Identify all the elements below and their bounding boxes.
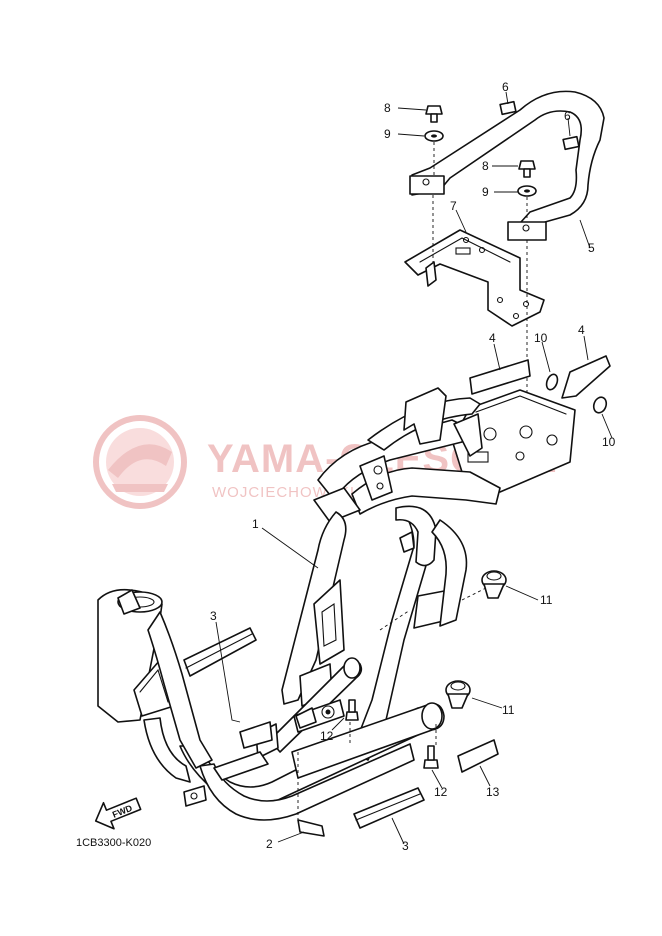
cover-3b [353,787,425,829]
callout-12a: 12 [320,729,334,743]
callout-2: 2 [266,837,273,851]
callout-10b: 10 [602,435,616,449]
callout-6b: 6 [564,109,571,123]
tape-4b [561,355,611,399]
bolt-8a [425,105,443,123]
grommet-11b [445,680,471,709]
grab-bar-part-5 [409,90,605,241]
callout-9a: 9 [384,127,391,141]
callout-3b: 3 [402,839,409,853]
tape-4a [469,359,531,395]
washer-9b [517,185,537,197]
callout-6a: 6 [502,80,509,94]
bracket-part-7 [404,229,545,327]
cover-3a [183,627,257,677]
callout-7: 7 [450,199,457,213]
callout-10a: 10 [534,331,548,345]
callout-8a: 8 [384,101,391,115]
callout-4b: 4 [578,323,585,337]
washer-9a [424,130,444,142]
callout-labels: 1 2 3 3 4 4 5 6 6 7 8 8 9 9 10 10 11 11 … [210,80,616,853]
strip-2 [297,819,325,837]
diagram-code: 1CB3300-K020 [76,837,151,849]
callout-8b: 8 [482,159,489,173]
label-sticker-6b [562,135,580,151]
callout-3a: 3 [210,609,217,623]
fwd-arrow-icon: FWD [94,797,142,830]
bolt-12a [345,699,359,721]
callout-11b: 11 [502,703,515,717]
bolt-8b [518,160,536,178]
watermark-logo-icon [93,415,187,509]
bolt-12b [423,745,439,769]
cap-10b [592,396,608,414]
callout-9b: 9 [482,185,489,199]
tube-cover-13 [457,739,499,773]
callout-12b: 12 [434,785,448,799]
callout-11a: 11 [540,593,553,607]
main-frame-part-1 [97,387,576,821]
grommet-11a [481,570,507,599]
callout-1: 1 [252,517,259,531]
cap-10a [545,373,559,391]
callout-4a: 4 [489,331,496,345]
label-sticker-6a [499,100,517,116]
callout-13: 13 [486,785,500,799]
leader-lines [215,91,613,845]
callout-5: 5 [588,241,595,255]
